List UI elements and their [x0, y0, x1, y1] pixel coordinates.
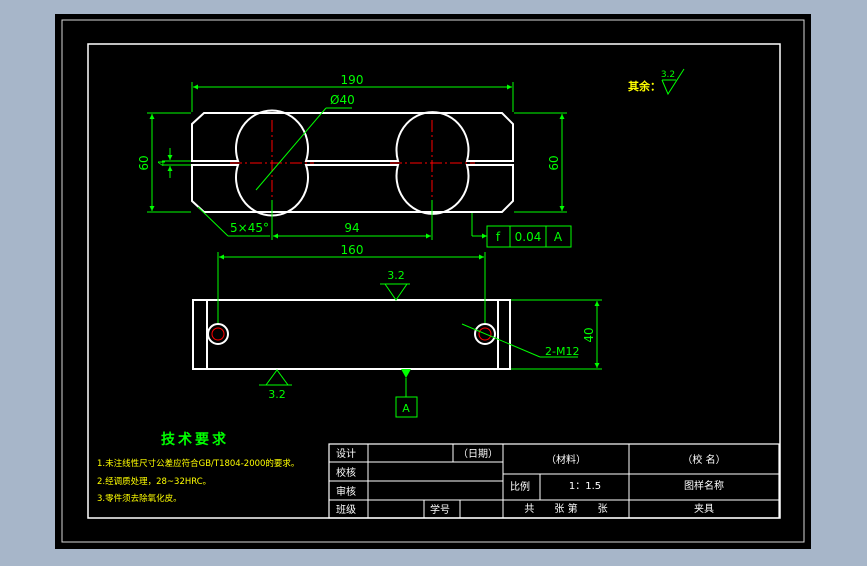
front-view-outline-upper [191, 109, 514, 162]
surface-finish-value: 3.2 [661, 70, 675, 80]
front-view: 190 Ø40 60 4 60 5×45° 94 [137, 73, 572, 248]
top-view: 160 3.2 3.2 40 2-M12 A [192, 243, 602, 418]
thread-hole-left-inner [211, 327, 225, 341]
dim-60-left-text: 60 [137, 155, 151, 170]
leader-chamfer [197, 206, 229, 237]
finish-bottom-value: 3.2 [268, 388, 286, 401]
dim-chamfer-text: 5×45° [230, 221, 269, 235]
tech-requirements: 技术要求 1.未注线性尺寸公差应符合GB/T1804-2000的要求。 2.经调… [97, 431, 299, 504]
dim-94-text: 94 [344, 221, 359, 235]
leader-thread [461, 323, 541, 358]
dim-40-text: 40 [582, 327, 596, 342]
thread-callout-text: 2-M12 [545, 345, 579, 358]
tb-sheets: 共 张 第 张 [524, 502, 607, 515]
sheet-background [55, 14, 811, 549]
dim-slot-text: 4 [157, 160, 168, 166]
thread-hole-right-inner [478, 327, 492, 341]
thread-hole-right [474, 323, 496, 345]
tb-drawing-name: 图样名称 [684, 479, 724, 492]
tb-review: 审核 [336, 485, 356, 498]
tb-class: 班级 [336, 504, 356, 516]
tb-part-name: 夹具 [694, 502, 714, 515]
top-view-outline [192, 299, 511, 370]
tb-student-no: 学号 [430, 503, 450, 516]
tb-design: 设计 [336, 447, 356, 460]
finish-top-value: 3.2 [387, 269, 405, 282]
surface-finish-label: 其余： [628, 79, 661, 93]
tech-requirements-title: 技术要求 [161, 431, 229, 448]
surface-finish-general: 其余： 3.2 [628, 68, 685, 96]
dim-60-right-text: 60 [547, 155, 561, 170]
thread-hole-left [207, 323, 229, 345]
datum-triangle [401, 369, 411, 378]
tolerance-datum: A [554, 230, 563, 244]
tb-material: （材料） [546, 453, 586, 466]
tolerance-symbol: f [496, 230, 501, 244]
dim-190-text: 190 [341, 73, 364, 87]
surface-finish-symbol [661, 68, 685, 96]
tech-requirement-2: 2.经调质处理，28~32HRC。 [97, 476, 211, 487]
tolerance-frame: f 0.04 A [486, 225, 572, 248]
tb-date: （日期） [458, 448, 498, 460]
tb-check: 校核 [336, 466, 356, 479]
dim-160-text: 160 [341, 243, 364, 257]
tb-scale-label: 比例 [510, 480, 530, 493]
dim-diameter-text: Ø40 [330, 93, 355, 107]
tech-requirement-3: 3.零件须去除氧化皮。 [97, 493, 182, 504]
tb-school: （校 名） [682, 453, 725, 466]
tech-requirement-1: 1.未注线性尺寸公差应符合GB/T1804-2000的要求。 [97, 458, 299, 469]
sheet-border-outer [61, 19, 805, 543]
datum-label: A [402, 402, 410, 415]
leader-diameter [255, 107, 327, 191]
title-block: 设计 校核 审核 班级 学号 （日期） （材料） （校 名） 比例 1：1.5 … [328, 443, 780, 519]
front-view-outline-lower [191, 164, 514, 217]
datum-box [395, 396, 418, 418]
tb-scale-value: 1：1.5 [569, 481, 601, 492]
tolerance-value: 0.04 [515, 230, 542, 244]
